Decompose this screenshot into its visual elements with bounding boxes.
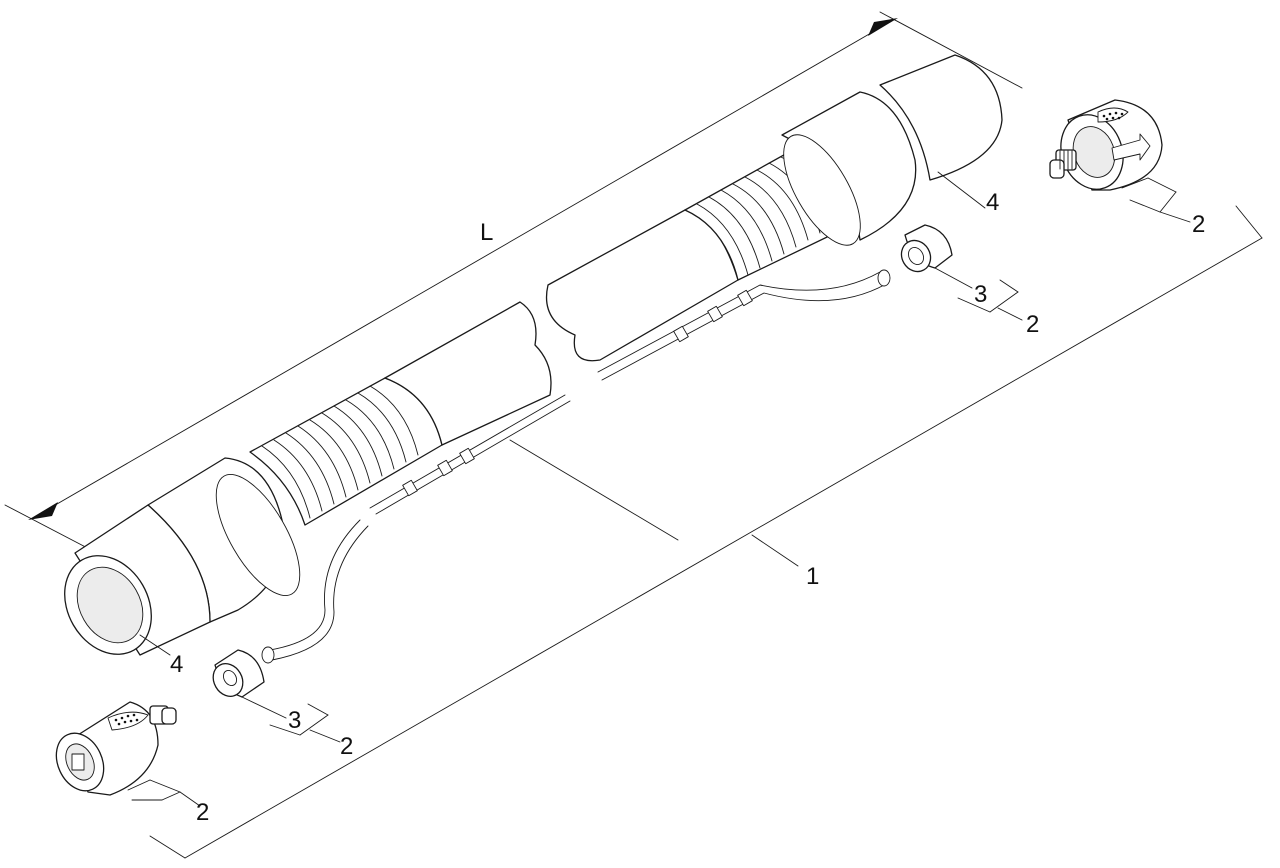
seal-set-bracket-right	[957, 279, 1023, 321]
union-nut-right	[900, 224, 973, 289]
hose-left-section	[64, 301, 571, 664]
union-nut-left	[212, 649, 287, 719]
label-hose-assembly: 1	[806, 563, 819, 590]
label-connector-bottom: 2	[196, 799, 209, 826]
label-seal-set-right: 2	[1026, 311, 1039, 338]
grip-dots-icon-left	[107, 711, 149, 731]
corrugation-left	[261, 385, 419, 519]
arrow-marking-icon	[1111, 133, 1151, 161]
connector-top-right	[1049, 99, 1163, 191]
connector-bracket-top	[1121, 177, 1191, 223]
label-seal-set-left: 2	[340, 733, 353, 760]
connector-bracket-bottom	[127, 779, 201, 807]
label-length: L	[480, 219, 493, 246]
grip-dots-icon	[1102, 111, 1124, 121]
label-cuff-left: 4	[170, 651, 183, 678]
label-connector-top: 2	[1192, 211, 1205, 238]
connector-bottom-left	[55, 701, 177, 796]
seal-set-bracket-left	[269, 703, 341, 743]
thread-lines	[1059, 150, 1073, 170]
assembly-bracket: 1	[149, 205, 1263, 859]
arrowhead-right	[868, 18, 898, 36]
dimension-length: L	[4, 11, 1023, 566]
label-nut-left: 3	[288, 707, 301, 734]
hose-right-section	[545, 54, 1003, 381]
label-nut-right: 3	[974, 281, 987, 308]
arrowhead-left	[28, 502, 58, 520]
label-cuff-right: 4	[986, 189, 999, 216]
